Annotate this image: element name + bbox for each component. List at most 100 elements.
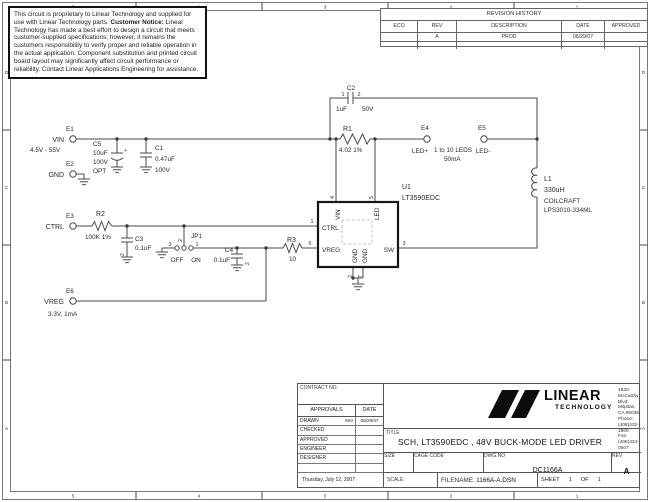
e6-refdes: E6 [66, 288, 74, 295]
connector-e6: E6 VREG 3.3V, 1mA [44, 288, 78, 318]
l1-partnumber: LPS3010-334ML [544, 207, 592, 214]
e6-spec: 3.3V, 1mA [48, 311, 78, 318]
u1-pin3-number: 3 [403, 241, 406, 247]
u1-pin-vreg-label: VREG [322, 247, 340, 254]
filename-label: FILENAME: [441, 477, 475, 484]
u1-pin7-number: 7 [358, 275, 364, 278]
connector-e4: E4 LED+ [412, 125, 431, 155]
e6-name: VREG [44, 299, 64, 306]
proprietary-notice: This circuit is proprietary to Linear Te… [8, 6, 207, 80]
jp1-pin3-number: 3 [169, 242, 172, 248]
wires [76, 97, 538, 302]
designer-row: DESIGNER [298, 454, 383, 464]
c2-voltage: 50V [362, 106, 374, 113]
revision-history-title: REVISION HISTORY [381, 9, 647, 21]
date-label: DATE [362, 407, 377, 413]
engineer-row: ENGINEER [298, 444, 383, 455]
c2-value: 1uF [336, 106, 347, 113]
contract-no-cell: CONTRACT NO. [298, 384, 384, 405]
e1-spec: 4.5V - 55V [30, 147, 61, 154]
capacitor-c5: + C5 10uF 100V OPT [93, 141, 127, 175]
c2-refdes: C2 [347, 85, 356, 92]
cage-code-label: CAGE CODE [414, 453, 445, 459]
frame-col-label: 3 [324, 494, 327, 499]
c3-pin2: 2 [120, 253, 126, 256]
frame-col-label: 4 [198, 494, 201, 499]
checked-row: CHECKED [298, 426, 383, 436]
notice-part1: This circuit is proprietary to Linear Te… [14, 11, 192, 26]
approved-row: APPROVED [298, 435, 383, 445]
c5-voltage: 100V [93, 159, 109, 166]
revision-history-table: REVISION HISTORY ECO REV DESCRIPTION DAT… [380, 8, 648, 49]
u1-pin-led-label: LED [374, 207, 381, 220]
c5-refdes: C5 [93, 141, 102, 148]
revision-header-row: ECO REV DESCRIPTION DATE APPROVED [381, 21, 647, 33]
junction-dots [115, 137, 539, 280]
r3-value: 10 [289, 256, 297, 263]
frame-col-label: 1 [576, 494, 579, 499]
frame-row-label: B [5, 300, 8, 305]
approvals-label: APPROVALS [298, 405, 356, 416]
l1-refdes: L1 [544, 176, 552, 183]
linear-technology-logo-icon [488, 390, 540, 418]
jumper-jp1: JP1 2 3 1 OFF ON [169, 233, 203, 264]
r1-value: 4.02 1% [339, 147, 363, 154]
notice-part2: Linear Technology has made a best effort… [14, 18, 199, 73]
frame-col-label: 2 [450, 494, 453, 499]
resistor-r3: R3 10 [282, 237, 303, 263]
e1-name: VIN [52, 137, 64, 144]
title-label: TITLE [386, 430, 400, 436]
u1-partnumber: LT3590EDC [402, 195, 440, 202]
e4-refdes: E4 [421, 125, 429, 132]
col-rev: REV [418, 21, 457, 32]
u1-pin5-number: 5 [369, 196, 375, 199]
c4-refdes: C4 [225, 247, 234, 254]
c3-value: 0.1uF [135, 245, 151, 252]
drawing-title: SCH, LT3590EDC , 48V BUCK-MODE LED DRIVE… [398, 437, 602, 447]
rev-label: REV [612, 453, 623, 459]
frame-row-label: A [642, 426, 646, 431]
e5-name: LED- [476, 148, 491, 155]
frame-row-label: B [642, 300, 645, 305]
capacitor-c3: C3 0.1uF 2 [120, 236, 151, 256]
u1-pin-sw-label: SW [384, 247, 395, 254]
e5-refdes: E5 [478, 125, 486, 132]
r3-refdes: R3 [287, 237, 296, 244]
c1-value: 0.47uF [155, 156, 175, 163]
frame-row-label: D [642, 70, 646, 75]
col-approved: APPROVED [611, 23, 641, 29]
c2-pin1: 1 [342, 92, 345, 98]
r1-refdes: R1 [343, 126, 352, 133]
sheet-total: 1 [597, 477, 601, 483]
u1-pin-vin-label: VIN [335, 209, 342, 220]
u1-pin-ctrl-label: CTRL [322, 225, 339, 232]
of-label: OF [580, 477, 589, 483]
ground-symbols [78, 166, 364, 291]
resistor-r1: R1 4.02 1% [339, 126, 371, 154]
revision-row [381, 42, 647, 49]
print-date: Thursday, July 12, 2007 [298, 473, 384, 488]
c5-value: 10uF [93, 150, 108, 157]
frame-row-label: C [642, 185, 646, 190]
connector-e5: E5 LED- [476, 125, 491, 155]
approvals-header: APPROVALS DATE [298, 405, 384, 417]
led-note-line1: 1 to 10 LEDS [434, 147, 472, 154]
u1-pin-gnd-label: GND [362, 248, 369, 263]
u1-pin-gnd-label: GND [352, 248, 359, 263]
resistor-r2: R2 100K 1% [85, 211, 113, 241]
drawing-title-cell: TITLE SCH, LT3590EDC , 48V BUCK-MODE LED… [384, 429, 641, 453]
u1-pin2-number: 2 [348, 275, 354, 278]
frame-row-label: D [5, 70, 9, 75]
ic-u1: U1 LT3590EDC VIN LED CTRL VREG SW GND GN… [309, 184, 441, 278]
col-date: DATE [562, 21, 605, 32]
l1-manufacturer: COILCRAFT [544, 198, 580, 205]
dwg-no-label: DWG.NO [484, 453, 506, 459]
c4-value: 0.1uF [214, 257, 230, 264]
c5-polarity: + [124, 148, 127, 154]
u1-pin1-number: 1 [311, 219, 314, 225]
e1-refdes: E1 [66, 126, 74, 133]
e3-name: CTRL [46, 224, 64, 231]
